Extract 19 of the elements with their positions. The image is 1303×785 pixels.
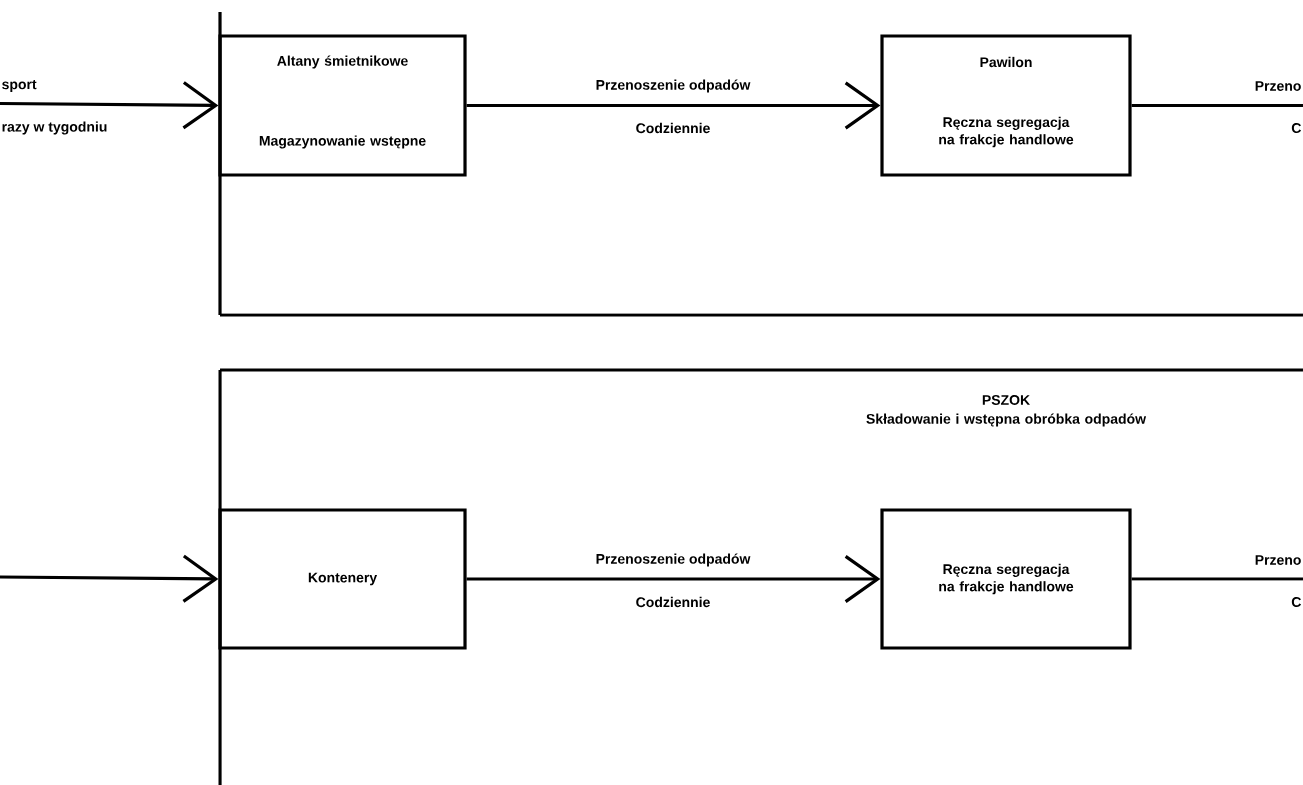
edge-label: Przenoszenie odpadów bbox=[596, 553, 751, 567]
arrow bbox=[0, 81, 219, 130]
edge-note: Codziennie bbox=[636, 122, 710, 134]
arrow bbox=[466, 555, 881, 603]
process-box: Kontenery bbox=[218, 508, 467, 650]
process-box: Pawilon Ręczna segregacja na frakcje handlowe bbox=[880, 34, 1132, 177]
edge-note: Codziennie bbox=[636, 596, 710, 608]
arrow bbox=[0, 554, 219, 603]
edge-note: C bbox=[1291, 597, 1301, 607]
edge-note: razy w tygodniu bbox=[2, 121, 107, 135]
edge-label: Przeno bbox=[1255, 555, 1301, 565]
arrow bbox=[466, 81, 881, 130]
edge-label: sport bbox=[2, 80, 37, 92]
process-box: Altany śmietnikowe Magazynowanie wstępne bbox=[218, 34, 467, 177]
edge-label: Przeno bbox=[1255, 81, 1301, 91]
band-frame bbox=[218, 12, 1303, 317]
edge-note: C bbox=[1291, 123, 1301, 133]
edge-label: Przenoszenie odpadów bbox=[596, 79, 751, 93]
process-box: Ręczna segregacja na frakcje handlowe bbox=[880, 508, 1132, 650]
